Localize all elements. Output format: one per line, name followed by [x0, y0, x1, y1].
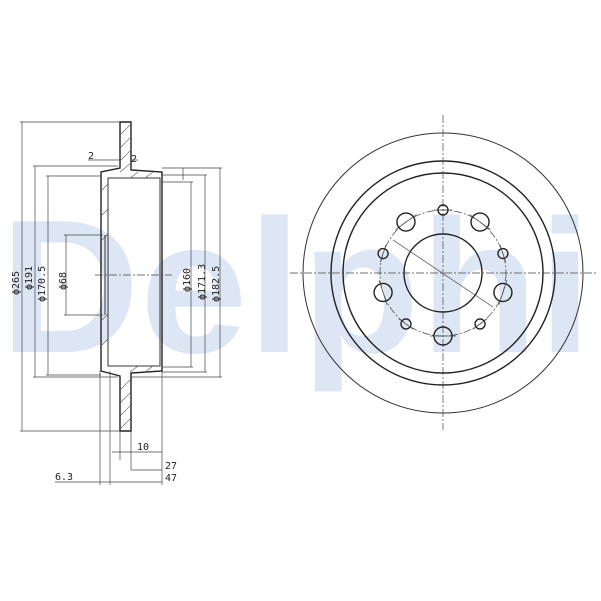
delphi-watermark: Delphi: [0, 181, 592, 393]
dim-d171-3: ϕ171.3: [197, 264, 208, 300]
dimension-lines: [20, 121, 222, 485]
wheel-bolt-hole-crosshair: [469, 214, 491, 230]
dim-d265: ϕ265: [11, 271, 22, 295]
wheel-bolt-hole-crosshair: [395, 214, 417, 230]
dim-d182-5: ϕ182.5: [211, 266, 222, 302]
wheel-bolt-hole: [493, 282, 513, 303]
dim-d68: ϕ68: [58, 272, 69, 290]
dim-2-right: 2: [131, 154, 137, 165]
small-hole: [474, 318, 486, 330]
small-hole-crosshair: [472, 318, 488, 330]
hatching: [101, 123, 154, 430]
wheel-bolt-hole: [373, 282, 393, 303]
small-hole: [377, 247, 389, 260]
wheel-bolt-hole: [470, 212, 490, 232]
hat-inner: [107, 177, 161, 367]
front-view: [290, 115, 598, 430]
wheel-bolt-hole-crosshair: [498, 279, 508, 305]
dim-27: 27: [165, 461, 177, 472]
dim-47: 47: [165, 473, 177, 484]
wheel-bolt-hole-crosshair: [378, 279, 388, 305]
dim-d170-5: ϕ170.5: [37, 266, 48, 302]
small-hole-crosshair: [499, 244, 507, 263]
dim-d160: ϕ160: [182, 268, 193, 292]
small-hole-crosshair: [398, 318, 414, 330]
bolt-circle-dimension: [392, 239, 494, 308]
dim-10: 10: [137, 442, 149, 453]
dim-2-left: 2: [88, 151, 94, 162]
dim-d191: ϕ191: [24, 266, 35, 290]
small-hole: [400, 318, 412, 330]
side-view: ϕ265 ϕ191 ϕ170.5 ϕ68 ϕ160 ϕ171.3 ϕ182.5 …: [11, 121, 222, 485]
wheel-bolt-hole: [396, 212, 416, 232]
small-hole: [497, 247, 509, 260]
small-hole-crosshair: [379, 244, 387, 263]
dimension-labels: ϕ265 ϕ191 ϕ170.5 ϕ68 ϕ160 ϕ171.3 ϕ182.5 …: [11, 151, 222, 484]
dim-6-3: 6.3: [55, 472, 73, 483]
